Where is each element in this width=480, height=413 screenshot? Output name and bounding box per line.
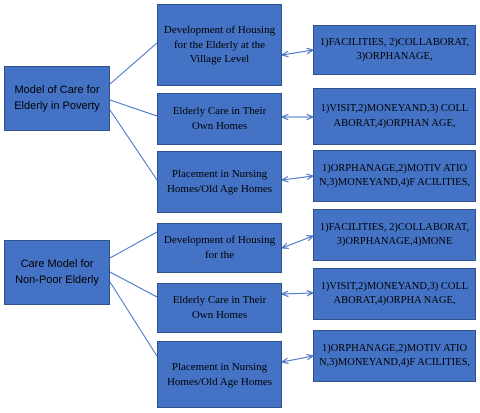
model-box-home-care: Elderly Care in Their Own Homes [157, 93, 282, 145]
keywords-label: 1)VISIT,2)MONEYAND,3) COLLABORAT,4)ORPHA… [320, 280, 469, 306]
model-box-nursing: Placement in Nursing Homes/Old Age Homes [157, 151, 282, 213]
connector-homecare2-to-keywords [282, 293, 313, 294]
connector-housing2-to-keywords [282, 236, 313, 248]
root-box-non-poor: Care Model for Non-Poor Elderly [4, 240, 110, 305]
keywords-label: 1)FACILITIES, 2)COLLABORAT, 3)ORPHANAGE,… [319, 221, 470, 247]
keywords-label: 1)FACILITIES, 2)COLLABORAT, 3)ORPHANAGE, [319, 36, 470, 62]
keywords-box-housing-2: 1)FACILITIES, 2)COLLABORAT, 3)ORPHANAGE,… [313, 209, 476, 261]
connector-root2-to-homecare [109, 271, 158, 298]
connector-nursing2-to-keywords [282, 356, 313, 362]
keywords-box-home-care: 1)VISIT,2)MONEYAND,3) COLLABORAT,4)ORPHA… [313, 88, 476, 145]
model-label: Placement in Nursing Homes/Old Age Homes [166, 360, 273, 388]
keywords-label: 1)ORPHANAGE,2)MOTIV ATION,3)MONEYAND,4)F… [318, 342, 471, 368]
model-label: Development of Housing for the Elderly a… [163, 23, 276, 66]
keywords-label: 1)ORPHANAGE,2)MOTIV ATION,3)MONEYAND,4)F… [318, 162, 471, 188]
model-box-home-care-2: Elderly Care in Their Own Homes [157, 283, 282, 333]
root-box-poverty: Model of Care for Elderly in Poverty [4, 66, 110, 131]
connector-housing-to-keywords [282, 50, 313, 55]
connector-root2-to-nursing [109, 281, 158, 357]
root-label: Model of Care for Elderly in Poverty [14, 83, 100, 112]
connector-root1-to-housing [109, 42, 158, 85]
model-box-housing-2: Development of Housing for the [157, 223, 282, 273]
model-label: Development of Housing for the [163, 234, 276, 261]
keywords-box-nursing: 1)ORPHANAGE,2)MOTIV ATION,3)MONEYAND,4)F… [313, 150, 476, 202]
root-label: Care Model for Non-Poor Elderly [15, 257, 99, 286]
keywords-box-home-care-2: 1)VISIT,2)MONEYAND,3) COLLABORAT,4)ORPHA… [313, 268, 476, 320]
model-label: Elderly Care in Their Own Homes [172, 105, 267, 132]
model-label: Placement in Nursing Homes/Old Age Homes [166, 168, 273, 195]
model-box-housing: Development of Housing for the Elderly a… [157, 4, 282, 86]
connector-root2-to-housing [109, 231, 158, 259]
model-box-nursing-2: Placement in Nursing Homes/Old Age Homes [157, 341, 282, 408]
connector-nursing-to-keywords [282, 176, 313, 180]
keywords-label: 1)VISIT,2)MONEYAND,3) COLLABORAT,4)ORPHA… [320, 103, 469, 129]
connector-root1-to-nursing [109, 109, 158, 181]
model-label: Elderly Care in Their Own Homes [172, 294, 267, 321]
keywords-box-housing: 1)FACILITIES, 2)COLLABORAT, 3)ORPHANAGE, [313, 25, 476, 75]
keywords-box-nursing-2: 1)ORPHANAGE,2)MOTIV ATION,3)MONEYAND,4)F… [313, 330, 476, 382]
connector-root1-to-homecare [109, 99, 158, 117]
